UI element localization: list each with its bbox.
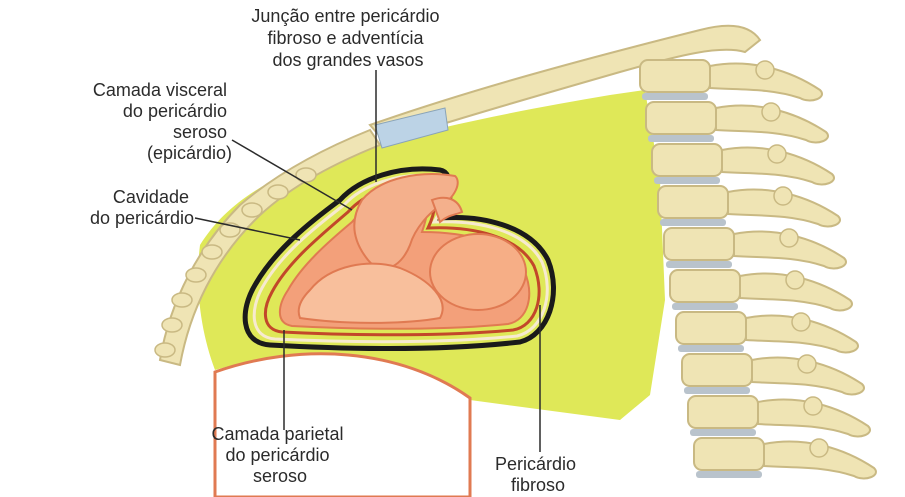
vertebral-body	[688, 396, 758, 428]
right-chamber	[430, 234, 526, 310]
transverse-process	[780, 229, 798, 247]
intervertebral-disc	[696, 471, 762, 478]
transverse-process	[810, 439, 828, 457]
transverse-process	[786, 271, 804, 289]
vertebral-body	[676, 312, 746, 344]
vertebral-body	[694, 438, 764, 470]
costal-cartilage	[162, 318, 182, 332]
costal-cartilage	[242, 203, 262, 217]
transverse-process	[768, 145, 786, 163]
vertebral-body	[670, 270, 740, 302]
vertebral-body	[652, 144, 722, 176]
transverse-process	[774, 187, 792, 205]
label-visceral: Camada visceral do pericárdio seroso (ep…	[93, 80, 232, 163]
label-fibroso: Pericárdio fibroso	[495, 454, 581, 495]
intervertebral-disc	[678, 345, 744, 352]
costal-cartilage	[186, 268, 206, 282]
intervertebral-disc	[660, 219, 726, 226]
intervertebral-disc	[666, 261, 732, 268]
vertebral-column	[640, 60, 876, 478]
intervertebral-disc	[684, 387, 750, 394]
intervertebral-disc	[648, 135, 714, 142]
intervertebral-disc	[642, 93, 708, 100]
intervertebral-disc	[690, 429, 756, 436]
transverse-process	[756, 61, 774, 79]
vertebral-body	[682, 354, 752, 386]
label-juncao: Junção entre pericárdio fibroso e advent…	[251, 6, 444, 70]
costal-cartilage	[172, 293, 192, 307]
intervertebral-disc	[672, 303, 738, 310]
transverse-process	[762, 103, 780, 121]
costal-cartilage	[202, 245, 222, 259]
vertebral-body	[664, 228, 734, 260]
intervertebral-disc	[654, 177, 720, 184]
costal-cartilage	[268, 185, 288, 199]
vertebral-body	[646, 102, 716, 134]
vertebral-body	[658, 186, 728, 218]
transverse-process	[798, 355, 816, 373]
label-cavidade: Cavidade do pericárdio	[90, 187, 194, 228]
costal-cartilage	[155, 343, 175, 357]
transverse-process	[804, 397, 822, 415]
transverse-process	[792, 313, 810, 331]
vertebral-body	[640, 60, 710, 92]
